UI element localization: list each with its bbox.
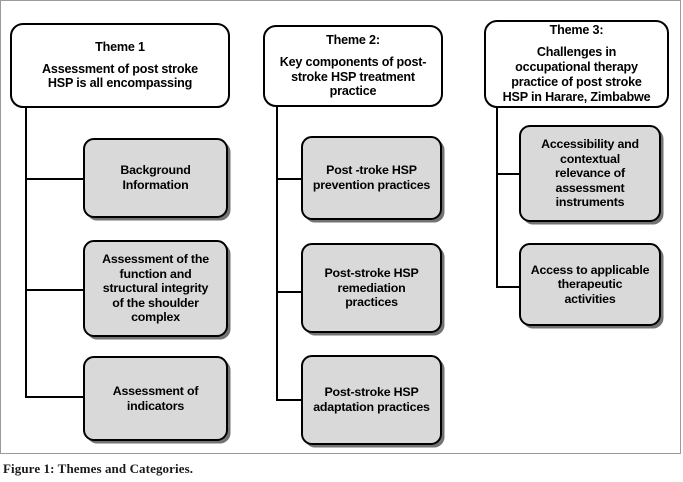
theme-box-1: Theme 1 Assessment of post stroke HSP is… <box>10 23 230 108</box>
category-box-2-3: Post-stroke HSP adaptation practices <box>301 355 442 445</box>
category-box-3-1: Accessibility and contextual relevance o… <box>519 125 661 222</box>
branch-2-2 <box>276 291 304 294</box>
figure-caption: Figure 1: Themes and Categories. <box>3 461 194 476</box>
theme-box-2: Theme 2: Key components of post- stroke … <box>263 25 443 107</box>
category-box-1-2: Assessment of the function and structura… <box>83 240 228 337</box>
theme-3-label: Theme 3: <box>549 23 604 38</box>
branch-1-1 <box>25 178 85 181</box>
branch-2-3 <box>276 399 304 402</box>
category-1-1-label: Background Information <box>120 163 191 192</box>
trunk-column-2 <box>276 107 279 401</box>
theme-1-description: Assessment of post stroke HSP is all enc… <box>42 61 198 91</box>
branch-3-1 <box>496 173 522 176</box>
category-3-1-label: Accessibility and contextual relevance o… <box>541 136 639 210</box>
category-1-3-label: Assessment of indicators <box>112 383 199 413</box>
category-box-1-3: Assessment of indicators <box>83 356 228 441</box>
theme-2-description: Key components of post- stroke HSP treat… <box>279 54 427 99</box>
branch-1-3 <box>25 396 85 399</box>
category-box-2-2: Post-stroke HSP remediation practices <box>301 243 442 333</box>
branch-3-2 <box>496 286 522 289</box>
category-2-3-label: Post-stroke HSP adaptation practices <box>313 385 430 414</box>
category-box-1-1: Background Information <box>83 138 228 218</box>
spacer <box>503 38 651 45</box>
branch-1-2 <box>25 289 85 292</box>
theme-1-label: Theme 1 <box>95 39 145 54</box>
theme-box-3: Theme 3: Challenges in occupational ther… <box>484 20 669 108</box>
spacer <box>280 48 427 55</box>
theme-3-description: Challenges in occupational therapy pract… <box>502 45 651 104</box>
category-1-2-label: Assessment of the function and structura… <box>102 251 209 325</box>
category-box-3-2: Access to applicable therapeutic activit… <box>519 243 661 326</box>
category-box-2-1: Post -troke HSP prevention practices <box>301 136 442 220</box>
diagram-canvas: Theme 1 Assessment of post stroke HSP is… <box>10 20 669 445</box>
trunk-column-1 <box>25 108 28 398</box>
category-2-2-label: Post-stroke HSP remediation practices <box>324 266 419 310</box>
theme-2-label: Theme 2: <box>326 32 380 47</box>
spacer <box>42 55 198 62</box>
branch-2-1 <box>276 178 304 181</box>
trunk-column-3 <box>496 108 499 288</box>
category-2-1-label: Post -troke HSP prevention practices <box>312 163 431 192</box>
category-3-2-label: Access to applicable therapeutic activit… <box>530 262 650 306</box>
